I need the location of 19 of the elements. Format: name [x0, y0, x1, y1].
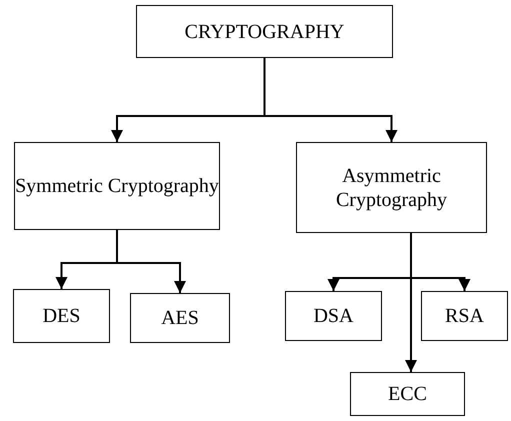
- process-box: [350, 372, 465, 416]
- node-label: ECC: [388, 382, 427, 406]
- process-box: [14, 142, 220, 230]
- node-label: Symmetric Cryptography: [15, 174, 219, 198]
- arrow: [116, 230, 186, 293]
- arrow: [264, 58, 398, 142]
- process-box: [421, 291, 508, 341]
- process-box: [296, 142, 487, 233]
- node-label: DES: [42, 304, 80, 328]
- process-box: [130, 293, 230, 343]
- arrow: [405, 233, 417, 372]
- node-label: CRYPTOGRAPHY: [184, 20, 344, 44]
- process-box: [13, 289, 110, 343]
- process-box: [136, 5, 393, 58]
- node-label: RSA: [445, 304, 484, 328]
- process-box: [285, 291, 382, 341]
- node-label: DSA: [313, 304, 354, 328]
- node-label: AES: [161, 306, 199, 330]
- node-label: Asymmetric Cryptography: [334, 164, 448, 212]
